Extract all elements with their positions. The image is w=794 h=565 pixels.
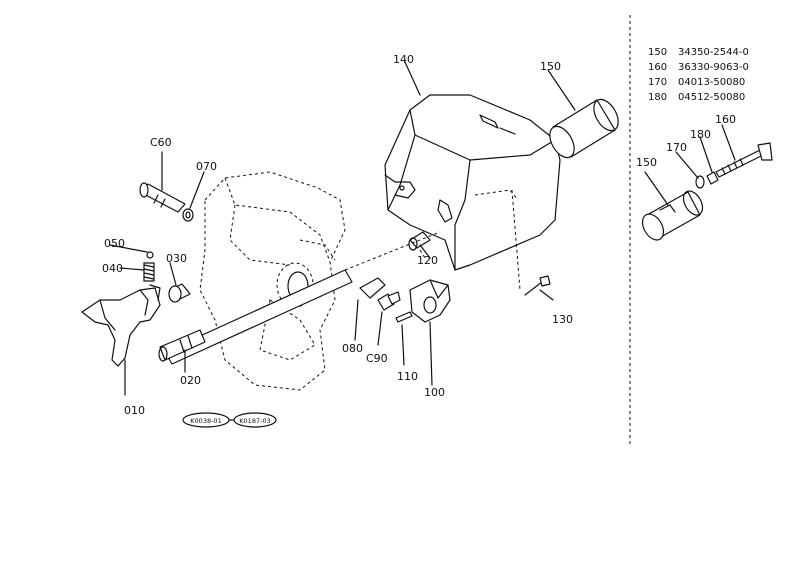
bolt-090 — [377, 291, 401, 346]
parts-list: 150 34350-2544-0 160 36330-9063-0 170 04… — [648, 47, 749, 103]
bolt-130 — [511, 189, 554, 301]
leader-lines — [109, 61, 736, 373]
lever-100 — [409, 279, 451, 386]
badge-right-outline — [233, 412, 277, 428]
right-assembly — [641, 142, 773, 241]
shift-fork-010 — [81, 284, 161, 396]
parts-list-number: 04512-50080 — [678, 92, 745, 103]
tube-150 — [549, 98, 619, 159]
label-120: 120 — [417, 254, 438, 267]
tube-150-detail — [641, 190, 704, 241]
label-160: 160 — [715, 113, 736, 126]
parts-list-number: 34350-2544-0 — [678, 47, 749, 58]
parts-list-ref: 160 — [648, 62, 667, 73]
badge-left-text: K0038-01 — [190, 417, 221, 425]
label-140: 140 — [393, 53, 414, 66]
callout-labels: 010 020 030 040 050 C60 070 080 C90 100 … — [102, 53, 736, 417]
o-ring-070 — [182, 208, 194, 222]
label-150-right: 150 — [636, 156, 657, 169]
label-010: 010 — [124, 404, 145, 417]
label-150: 150 — [540, 60, 561, 73]
parts-list-ref: 150 — [648, 47, 667, 58]
pin-110 — [395, 311, 413, 366]
ball-050 — [146, 251, 154, 259]
label-070: 070 — [196, 160, 217, 173]
parts-list-ref: 180 — [648, 92, 667, 103]
bushing-030 — [168, 283, 191, 303]
pin-060 — [139, 182, 186, 213]
parts-list-ref: 170 — [648, 77, 667, 88]
parts-list-number: 04013-50080 — [678, 77, 745, 88]
label-090: C90 — [366, 352, 388, 365]
label-180: 180 — [690, 128, 711, 141]
label-110: 110 — [397, 370, 418, 383]
nut-180 — [706, 171, 719, 185]
washer-170 — [695, 175, 705, 189]
label-080: 080 — [342, 342, 363, 355]
label-060: C60 — [150, 136, 172, 149]
shaft-020 — [158, 231, 441, 365]
spring-040 — [143, 262, 155, 282]
bolt-160 — [715, 142, 773, 178]
parts-list-number: 36330-9063-0 — [678, 62, 749, 73]
label-040: 040 — [102, 262, 123, 275]
label-050: 050 — [104, 237, 125, 250]
label-170: 170 — [666, 141, 687, 154]
label-020: 020 — [180, 374, 201, 387]
plate-080 — [354, 277, 386, 341]
label-100: 100 — [424, 386, 445, 399]
badge-right-text: K0187-03 — [239, 417, 270, 425]
cover-140 — [384, 94, 561, 271]
label-130: 130 — [552, 313, 573, 326]
reference-badges: K0038-01 K0187-03 — [182, 412, 277, 428]
label-030: 030 — [166, 252, 187, 265]
